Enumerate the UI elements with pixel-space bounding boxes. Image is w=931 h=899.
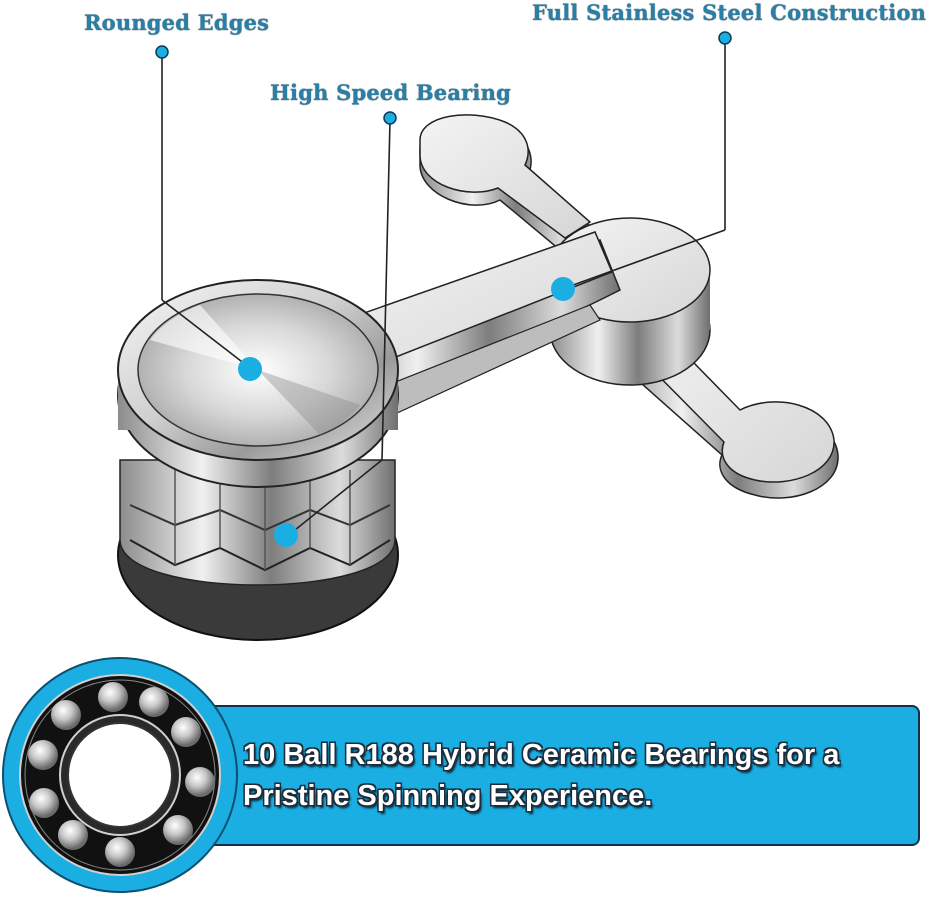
feature-banner (212, 705, 920, 846)
target-dot-knurled-grip (274, 523, 298, 547)
callout-rounded-edges: Rounged Edges (84, 10, 270, 35)
target-dot-rounded-edges (238, 357, 262, 381)
ceramic-bearing-icon (2, 657, 238, 893)
callout-anchor-dots (155, 31, 732, 125)
banner-line-1: 10 Ball R188 Hybrid Ceramic Bearings for… (243, 739, 840, 771)
callout-leader-lines (161, 40, 726, 535)
banner-line-2: Pristine Spinning Experience. (243, 780, 653, 812)
callout-target-dots (238, 277, 575, 547)
bearing-balls (28, 682, 215, 867)
spinner-arm-long (329, 231, 621, 431)
spinner-arm-upper (419, 114, 597, 251)
callout-stainless-steel: Full Stainless Steel Construction (532, 0, 927, 25)
banner-text: 10 Ball R188 Hybrid Ceramic Bearings for… (243, 735, 913, 817)
spinner-top-cap (117, 279, 399, 488)
callout-high-speed-bearing: High Speed Bearing (270, 80, 511, 105)
spinner-knurled-cap (117, 459, 399, 641)
bearing-graphic (0, 655, 240, 895)
target-dot-stainless-steel (551, 277, 575, 301)
